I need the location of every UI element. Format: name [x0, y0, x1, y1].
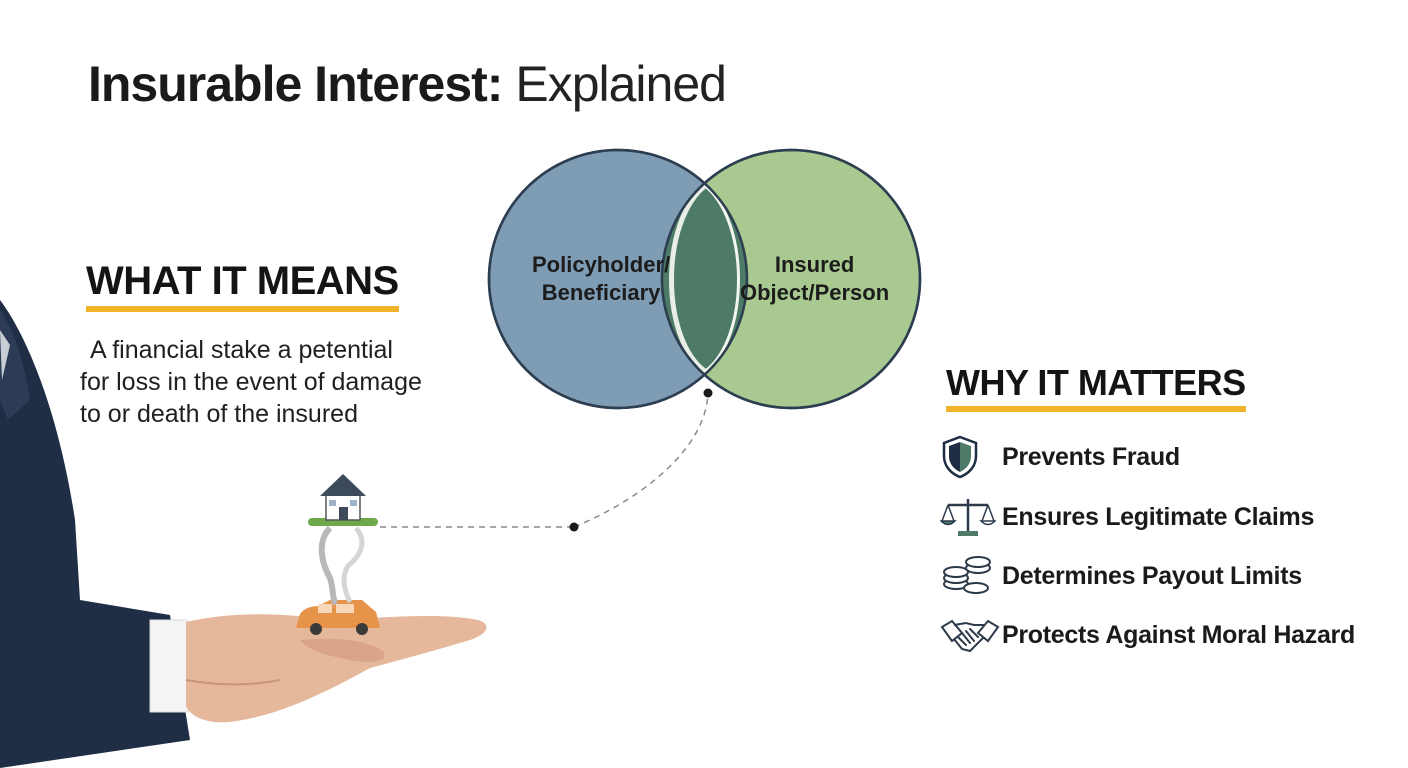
list-item-label: Determines Payout Limits	[1002, 561, 1302, 590]
list-item: Ensures Legitimate Claims	[940, 492, 1380, 542]
scales-icon	[940, 492, 1002, 542]
venn-label-insured: Insured Object/Person	[740, 251, 889, 307]
heading-underline	[86, 306, 399, 312]
venn-right-line1: Insured	[774, 252, 855, 277]
businessman-arm	[0, 300, 487, 768]
handshake-icon	[940, 610, 1002, 660]
title-light: Explained	[502, 56, 727, 112]
heading-underline	[946, 406, 1246, 412]
car-icon	[296, 600, 380, 635]
list-item-label: Protects Against Moral Hazard	[1002, 620, 1355, 649]
list-item: Determines Payout Limits	[940, 551, 1380, 601]
list-item: Prevents Fraud	[940, 432, 1380, 482]
venn-label-policyholder: Policyholder/ Beneficiary	[532, 251, 670, 307]
list-item-label: Prevents Fraud	[1002, 442, 1180, 471]
coins-icon	[940, 551, 1002, 601]
definition-line-1: A financial stake a petential	[90, 336, 393, 364]
title-bold: Insurable Interest:	[88, 56, 503, 112]
definition-line-2: for loss in the event of damage	[80, 368, 422, 396]
why-it-matters-heading: WHY IT MATTERS	[946, 362, 1246, 412]
what-it-means-heading-text: WHAT IT MEANS	[86, 259, 399, 303]
connector-line	[380, 388, 713, 532]
venn-left-line2: Beneficiary	[541, 280, 661, 305]
shield-icon	[940, 432, 1002, 482]
why-it-matters-heading-text: WHY IT MATTERS	[946, 362, 1246, 403]
page-title: Insurable Interest: Explained	[88, 52, 727, 116]
definition-line-3: to or death of the insured	[80, 400, 358, 428]
house-icon	[320, 474, 366, 521]
venn-diagram	[487, 148, 922, 410]
platform-stand	[308, 518, 378, 607]
list-item: Protects Against Moral Hazard	[940, 610, 1380, 660]
venn-right-line2: Object/Person	[740, 280, 890, 305]
venn-left-line1: Policyholder/	[532, 252, 671, 277]
definition-text: A financial stake a petential for loss i…	[80, 334, 460, 430]
what-it-means-heading: WHAT IT MEANS	[86, 258, 399, 312]
list-item-label: Ensures Legitimate Claims	[1002, 502, 1315, 531]
